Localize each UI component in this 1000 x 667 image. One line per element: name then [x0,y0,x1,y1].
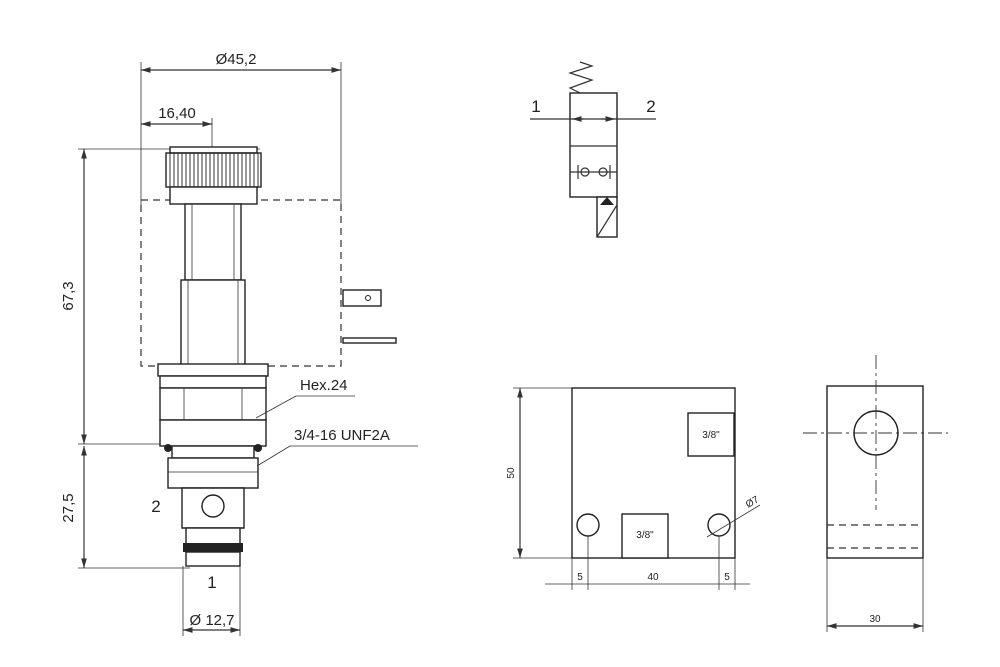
symbol-box [569,92,618,198]
port-bottom-label: 3/8" [636,530,654,541]
thread-callout: 3/4-16 UNF2A [294,427,390,444]
side-width: 30 [869,614,881,625]
valve-symbol: 1 2 [530,61,656,238]
block-side-view: 30 [803,355,948,632]
check-ball-right [598,167,608,177]
valve-view: Ø45,2 16,40 67,3 27,5 Ø 12,7 [60,51,418,636]
valve-tube [180,279,246,367]
terminal-hole [365,295,371,301]
cartridge-step [171,445,255,459]
coil-terminal-lower [342,337,397,344]
side-port-hole [201,494,225,518]
thread-leader [256,445,291,467]
spring-symbol [568,61,594,94]
dim-middle: 40 [647,572,659,583]
dim-knob-offset: 16,40 [158,105,196,122]
check-ball-left [580,167,590,177]
hex-collar [157,363,269,377]
symbol-port-left: 1 [531,97,540,116]
dim-left: 5 [577,572,583,583]
valve-stem [184,203,242,281]
coil-terminal-upper [342,289,382,307]
solenoid-arrow [600,197,614,205]
block-front-view: 50 3/8" 3/8" Ø7 5 40 5 [506,387,761,590]
hole-diameter: Ø7 [744,494,761,510]
dim-right: 5 [724,572,730,583]
mounting-hole-left [576,513,600,537]
dim-overall-diameter: Ø45,2 [216,51,257,68]
dim-height-upper: 67,3 [60,281,77,310]
thread-body [159,419,267,447]
block-height: 50 [506,467,517,479]
port-label-bottom: 1 [207,573,216,592]
port-top-label: 3/8" [702,430,720,441]
dim-height-lower: 27,5 [60,493,77,522]
symbol-port-right: 2 [646,97,655,116]
coil-outline [140,199,342,367]
knob-top [169,146,258,154]
hex-leader [255,395,297,419]
o-ring [164,444,172,452]
dim-bottom-diameter: Ø 12,7 [189,612,234,629]
hex-callout: Hex.24 [300,377,348,394]
knob-base [169,186,258,205]
cartridge-nose [185,551,241,567]
hex-nut [159,387,267,421]
port-bottom [621,513,669,559]
o-ring [254,444,262,452]
knurled-knob [165,152,262,188]
port-top [687,412,735,457]
cartridge-land [167,457,259,489]
bottom-o-ring [183,543,243,552]
port-label-side: 2 [151,497,160,516]
hex-upper [159,375,267,389]
hole-leader [706,504,761,538]
